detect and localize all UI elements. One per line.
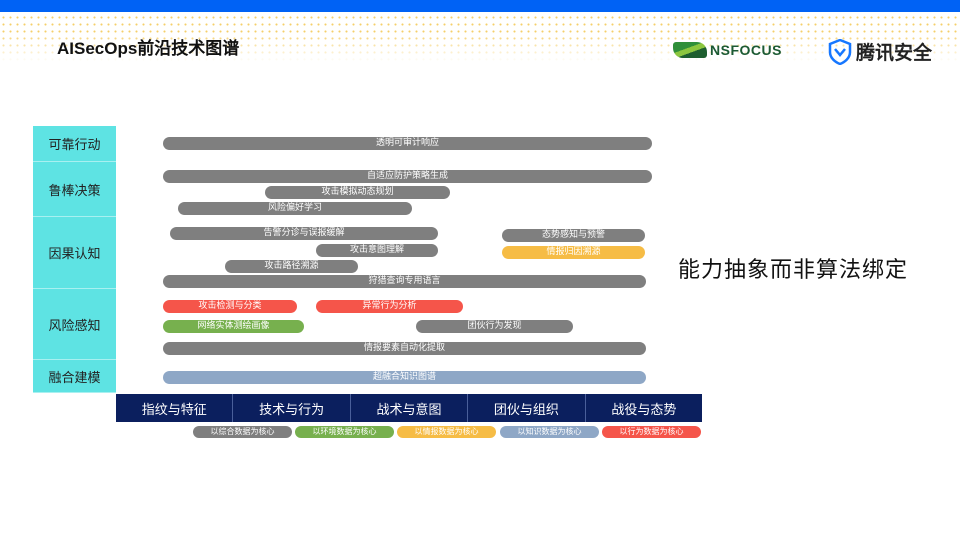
- nsfocus-logo-text: NSFOCUS: [710, 42, 782, 58]
- layer-fusion-modeling: 融合建模: [33, 360, 116, 393]
- dot-pattern: [0, 14, 960, 62]
- capability-pill: 情报要素自动化提取: [163, 342, 646, 355]
- capability-pill: 攻击路径溯源: [225, 260, 358, 273]
- nsfocus-logo-icon: [673, 42, 707, 58]
- data-label: 以环境数据为核心: [295, 426, 394, 438]
- capability-pill: 狩猎查询专用语言: [163, 275, 646, 288]
- top-bar: [0, 0, 960, 12]
- axis-cell: 战役与态势: [584, 394, 702, 422]
- data-label: 以知识数据为核心: [500, 426, 599, 438]
- capability-pill: 攻击意图理解: [316, 244, 438, 257]
- axis-cell: 团伙与组织: [467, 394, 584, 422]
- layer-causal-cognition: 因果认知: [33, 217, 116, 289]
- axis-cell: 技术与行为: [232, 394, 349, 422]
- layer-robust-decision: 鲁棒决策: [33, 162, 116, 217]
- shield-icon: [828, 38, 852, 65]
- capability-pill: 风险偏好学习: [178, 202, 412, 215]
- capability-pill: 超融合知识图谱: [163, 371, 646, 384]
- page-title: AISecOps前沿技术图谱: [57, 39, 240, 58]
- tencent-logo-text: 腾讯安全: [856, 42, 933, 64]
- capability-pill: 团伙行为发现: [416, 320, 573, 333]
- capability-pill: 自适应防护策略生成: [163, 170, 652, 183]
- capability-pill: 异常行为分析: [316, 300, 463, 313]
- capability-pill: 攻击模拟动态规划: [265, 186, 450, 199]
- layer-reliable-action: 可靠行动: [33, 126, 116, 162]
- nsfocus-logo: NSFOCUS: [673, 42, 782, 58]
- capability-pill: 情报归因溯源: [502, 246, 645, 259]
- capability-pill: 告警分诊与误报缓解: [170, 227, 438, 240]
- capability-pill: 透明可审计响应: [163, 137, 652, 150]
- key-message: 能力抽象而非算法绑定: [678, 258, 909, 283]
- data-label: 以情报数据为核心: [397, 426, 496, 438]
- axis-cell: 指纹与特征: [141, 402, 207, 418]
- capability-pill: 攻击检测与分类: [163, 300, 297, 313]
- tencent-security-logo: 腾讯安全: [828, 38, 932, 65]
- data-label: 以行为数据为核心: [602, 426, 701, 438]
- capability-pill: 态势感知与预警: [502, 229, 645, 242]
- layer-risk-perception: 风险感知: [33, 289, 116, 360]
- capability-pill: 网络实体测绘画像: [163, 320, 304, 333]
- abstraction-axis: 指纹与特征 技术与行为 战术与意图 团伙与组织 战役与态势: [116, 394, 702, 422]
- axis-cell: 战术与意图: [349, 394, 467, 422]
- data-label: 以综合数据为核心: [193, 426, 292, 438]
